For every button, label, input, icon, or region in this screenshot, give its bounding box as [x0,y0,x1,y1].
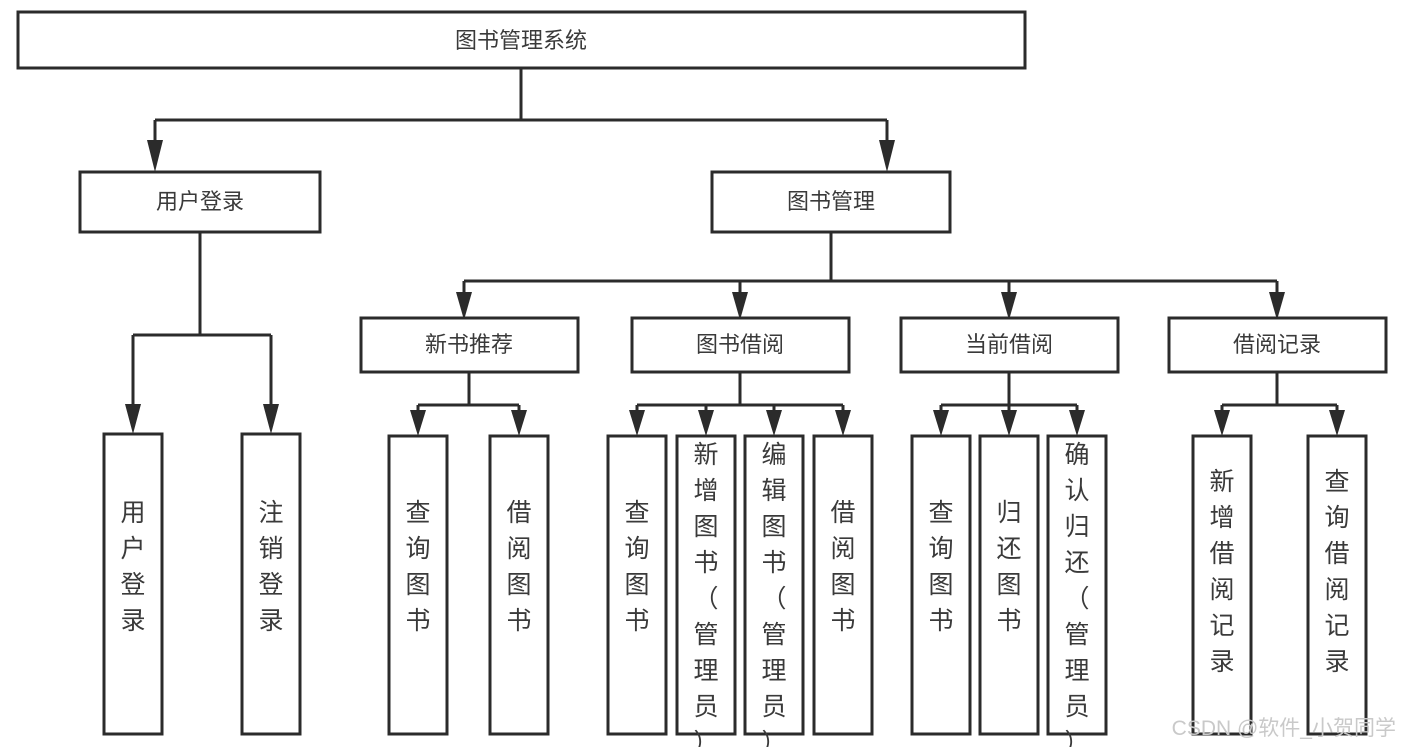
leaf-node-br-query-record-box[interactable] [1306,434,1368,736]
leaf-node-bb-query-book[interactable]: 查询图书 [606,434,668,736]
leaf-node-nb-query-book-box[interactable] [387,434,449,736]
node-current-borrow-label: 当前借阅 [965,332,1053,357]
leaf-node-bb-add-book-admin[interactable]: 新增图书（管理员） [675,434,737,747]
leaf-node-bb-edit-book-admin[interactable]: 编辑图书（管理员） [743,434,805,747]
node-root-system[interactable]: 图书管理系统 [16,10,1027,70]
arrow-head-current-borrow [1001,292,1017,320]
node-borrow-record-label: 借阅记录 [1233,332,1321,357]
connector-group-book-borrow-to-leaves [629,372,851,436]
node-new-book-recommend-label: 新书推荐 [425,332,513,357]
leaf-node-cb-confirm-return-admin[interactable]: 确认归还（管理员） [1046,434,1108,747]
leaf-node-bb-borrow-book-label: 借阅图书 [830,499,855,635]
leaf-node-bb-edit-book-admin-label: 编辑图书（管理员） [761,441,786,747]
node-new-book-recommend-box[interactable] [359,316,580,374]
node-book-borrow[interactable]: 图书借阅 [630,316,851,374]
node-borrow-record-box[interactable] [1167,316,1388,374]
arrow-head-cb-leaf-1 [933,410,949,436]
node-current-borrow[interactable]: 当前借阅 [899,316,1120,374]
node-book-borrow-label: 图书借阅 [696,332,784,357]
arrow-head-br-leaf-1 [1214,410,1230,436]
leaf-node-cb-return-book-label: 归还图书 [996,499,1021,635]
connector-group-current-borrow-to-leaves [933,372,1085,436]
leaf-node-nb-borrow-book[interactable]: 借阅图书 [488,434,550,736]
node-book-manage[interactable]: 图书管理 [710,170,952,234]
leaf-node-cb-query-book[interactable]: 查询图书 [910,434,972,736]
arrow-head-nb-leaf-2 [511,410,527,436]
node-book-manage-label: 图书管理 [787,189,875,214]
arrow-head-cb-leaf-3 [1069,410,1085,436]
node-book-manage-box[interactable] [710,170,952,234]
arrow-head-nb-leaf-1 [410,410,426,436]
leaf-node-logout-box[interactable] [240,432,302,736]
leaf-node-cb-return-book[interactable]: 归还图书 [978,434,1040,736]
connector-group-new-book-to-leaves [410,372,527,436]
leaf-node-nb-query-book[interactable]: 查询图书 [387,434,449,736]
watermark-label: CSDN @软件_小贺同学 [1172,717,1396,740]
leaf-node-cb-query-book-label: 查询图书 [928,499,953,635]
node-current-borrow-box[interactable] [899,316,1120,374]
leaf-node-nb-query-book-label: 查询图书 [405,499,430,635]
arrow-head-bb-leaf-2 [698,410,714,436]
leaf-node-bb-add-book-admin-box[interactable] [675,434,737,736]
leaf-node-cb-return-book-box[interactable] [978,434,1040,736]
leaf-node-br-add-record[interactable]: 新增借阅记录 [1191,434,1253,736]
arrow-head-borrow-record [1269,292,1285,320]
leaf-node-nb-borrow-book-box[interactable] [488,434,550,736]
leaf-node-logout-label: 注销登录 [258,499,283,635]
arrow-head-bb-leaf-1 [629,410,645,436]
leaf-node-bb-query-book-label: 查询图书 [624,499,649,635]
leaf-node-bb-query-book-box[interactable] [606,434,668,736]
arrow-head-leaf-logout [263,404,279,434]
leaf-node-logout[interactable]: 注销登录 [240,432,302,736]
leaf-node-cb-query-book-box[interactable] [910,434,972,736]
leaf-node-nb-borrow-book-label: 借阅图书 [506,499,531,635]
leaf-node-br-add-record-label: 新增借阅记录 [1209,468,1234,676]
leaf-node-bb-add-book-admin-label: 新增图书（管理员） [693,441,718,747]
arrow-head-user-login [147,140,163,172]
leaf-node-user-login-label: 用户登录 [120,499,145,635]
leaf-node-user-login-box[interactable] [102,432,164,736]
leaf-node-cb-confirm-return-admin-label: 确认归还（管理员） [1064,441,1089,747]
connector-group-book-manage-to-level2 [456,232,1285,320]
arrow-head-cb-leaf-2 [1001,410,1017,436]
leaf-node-cb-confirm-return-admin-box[interactable] [1046,434,1108,736]
node-user-login-label: 用户登录 [156,189,244,214]
leaf-node-br-add-record-box[interactable] [1191,434,1253,736]
connector-group-borrow-record-to-leaves [1214,372,1345,436]
node-borrow-record[interactable]: 借阅记录 [1167,316,1388,374]
leaf-node-bb-borrow-book-box[interactable] [812,434,874,736]
leaf-node-bb-borrow-book[interactable]: 借阅图书 [812,434,874,736]
node-root-system-label: 图书管理系统 [455,28,587,53]
node-root-system-box[interactable] [16,10,1027,70]
arrow-head-book-borrow [732,292,748,320]
node-user-login-box[interactable] [78,170,322,234]
arrow-head-br-leaf-2 [1329,410,1345,436]
leaf-node-br-query-record-label: 查询借阅记录 [1324,468,1349,676]
leaf-node-br-query-record[interactable]: 查询借阅记录 [1306,434,1368,736]
arrow-head-bb-leaf-4 [835,410,851,436]
node-user-login[interactable]: 用户登录 [78,170,322,234]
node-new-book-recommend[interactable]: 新书推荐 [359,316,580,374]
arrow-head-new-book [456,292,472,320]
leaf-node-user-login[interactable]: 用户登录 [102,432,164,736]
connector-group-user-login-to-leaves [125,232,279,434]
connector-group-root-to-level1 [147,68,895,172]
arrow-head-book-manage [879,140,895,172]
arrow-head-bb-leaf-3 [766,410,782,436]
leaf-node-bb-edit-book-admin-box[interactable] [743,434,805,736]
node-book-borrow-box[interactable] [630,316,851,374]
arrow-head-leaf-user-login [125,404,141,434]
